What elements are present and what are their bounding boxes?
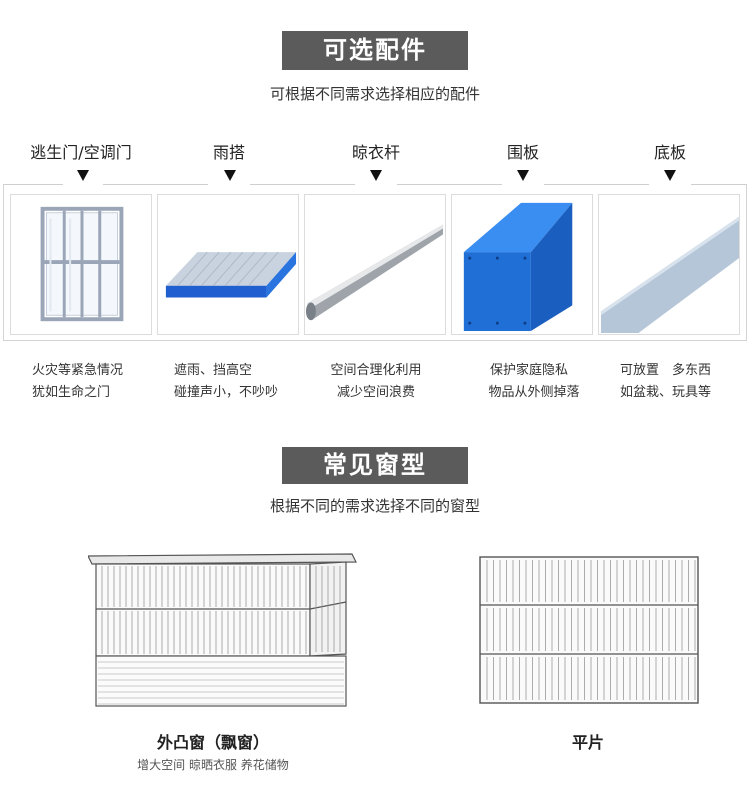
escape-door-image bbox=[10, 194, 152, 335]
bay-window-note: 增大空间 晾晒衣服 养花储物 bbox=[137, 758, 289, 772]
guard-board-image bbox=[451, 194, 593, 335]
accessories-subtitle: 可根据不同需求选择相应的配件 bbox=[269, 85, 480, 103]
bay-window-name: 外凸窗（飘窗） bbox=[156, 733, 269, 752]
windows-title: 常见窗型 bbox=[282, 447, 468, 484]
drying-rod-image bbox=[304, 194, 446, 335]
frame-top-segment bbox=[103, 184, 208, 185]
accessory-label-bottom-board: 底板 bbox=[653, 143, 686, 162]
frame-top-segment bbox=[3, 184, 63, 185]
accessories-frame bbox=[3, 184, 747, 341]
pointer-down-icon bbox=[224, 170, 236, 181]
accessory-label-drying-rod: 晾衣杆 bbox=[351, 143, 400, 162]
frame-top-segment bbox=[544, 184, 649, 185]
accessory-desc-rain-cover: 遮雨、挡高空 碰撞声小，不吵吵 bbox=[174, 363, 279, 400]
pointer-down-icon bbox=[370, 170, 382, 181]
accessory-desc-escape-door: 火灾等紧急情况 犹如生命之门 bbox=[32, 363, 124, 400]
rain-cover-image bbox=[157, 194, 299, 335]
accessory-desc-drying-rod: 空间合理化利用 减少空间浪费 bbox=[330, 363, 422, 400]
windows-subtitle: 根据不同的需求选择不同的窗型 bbox=[269, 497, 480, 515]
accessory-label-escape-door: 逃生门/空调门 bbox=[30, 143, 132, 162]
frame-top-segment bbox=[250, 184, 355, 185]
bottom-board-image bbox=[598, 194, 740, 335]
pointer-down-icon bbox=[517, 170, 529, 181]
pointer-down-icon bbox=[77, 170, 89, 181]
frame-top-segment bbox=[397, 184, 502, 185]
accessory-desc-bottom-board: 可放置 多东西 如盆栽、玩具等 bbox=[620, 363, 712, 400]
accessories-title: 可选配件 bbox=[282, 31, 468, 70]
flat-window-image bbox=[478, 555, 700, 705]
bay-window-image bbox=[87, 552, 358, 708]
flat-window-name: 平片 bbox=[571, 733, 604, 752]
frame-top-segment bbox=[691, 184, 747, 185]
accessory-label-guard-board: 围板 bbox=[506, 143, 539, 162]
accessory-label-rain-cover: 雨搭 bbox=[212, 143, 245, 162]
pointer-down-icon bbox=[664, 170, 676, 181]
accessory-desc-guard-board: 保护家庭隐私 物品从外侧掉落 bbox=[488, 363, 580, 400]
